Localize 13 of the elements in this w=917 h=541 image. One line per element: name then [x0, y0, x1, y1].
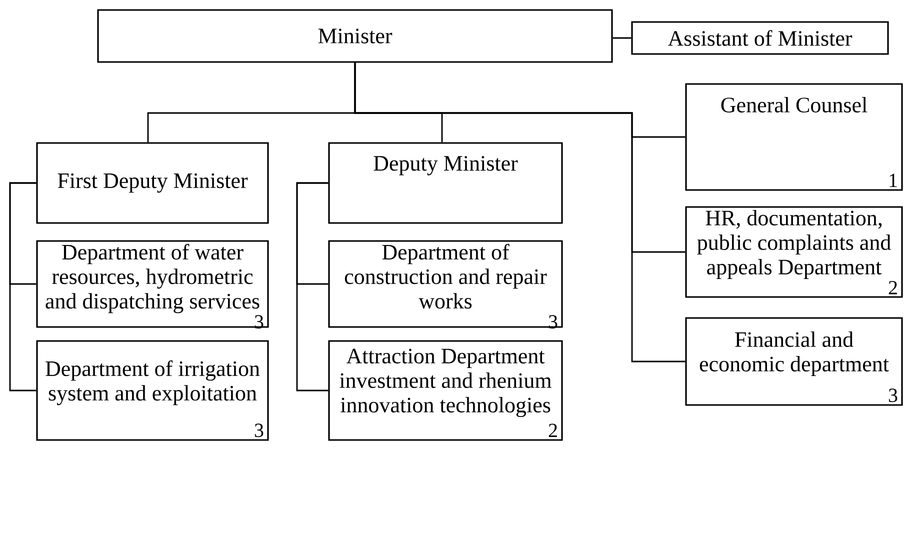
- connector-line: [296, 182, 328, 392]
- org-box: Assistant of Minister: [631, 21, 889, 55]
- connector-line: [354, 62, 686, 362]
- org-box: Department of irrigation system and exploitation 3: [36, 340, 269, 441]
- org-box: Deputy Minister: [328, 142, 563, 224]
- org-box: First Deputy Minister: [36, 142, 269, 224]
- org-box: HR, documentation, public complaints and appeals Department 2: [685, 206, 903, 298]
- connector-line: [9, 182, 36, 392]
- connector-line: [612, 37, 632, 39]
- org-box: Attraction Department investment and rhenium innovation technologies 2: [328, 340, 563, 441]
- org-box: General Counsel 1: [685, 83, 903, 191]
- org-box: Financial and economic department 3: [685, 317, 903, 406]
- org-box: Minister: [97, 9, 613, 63]
